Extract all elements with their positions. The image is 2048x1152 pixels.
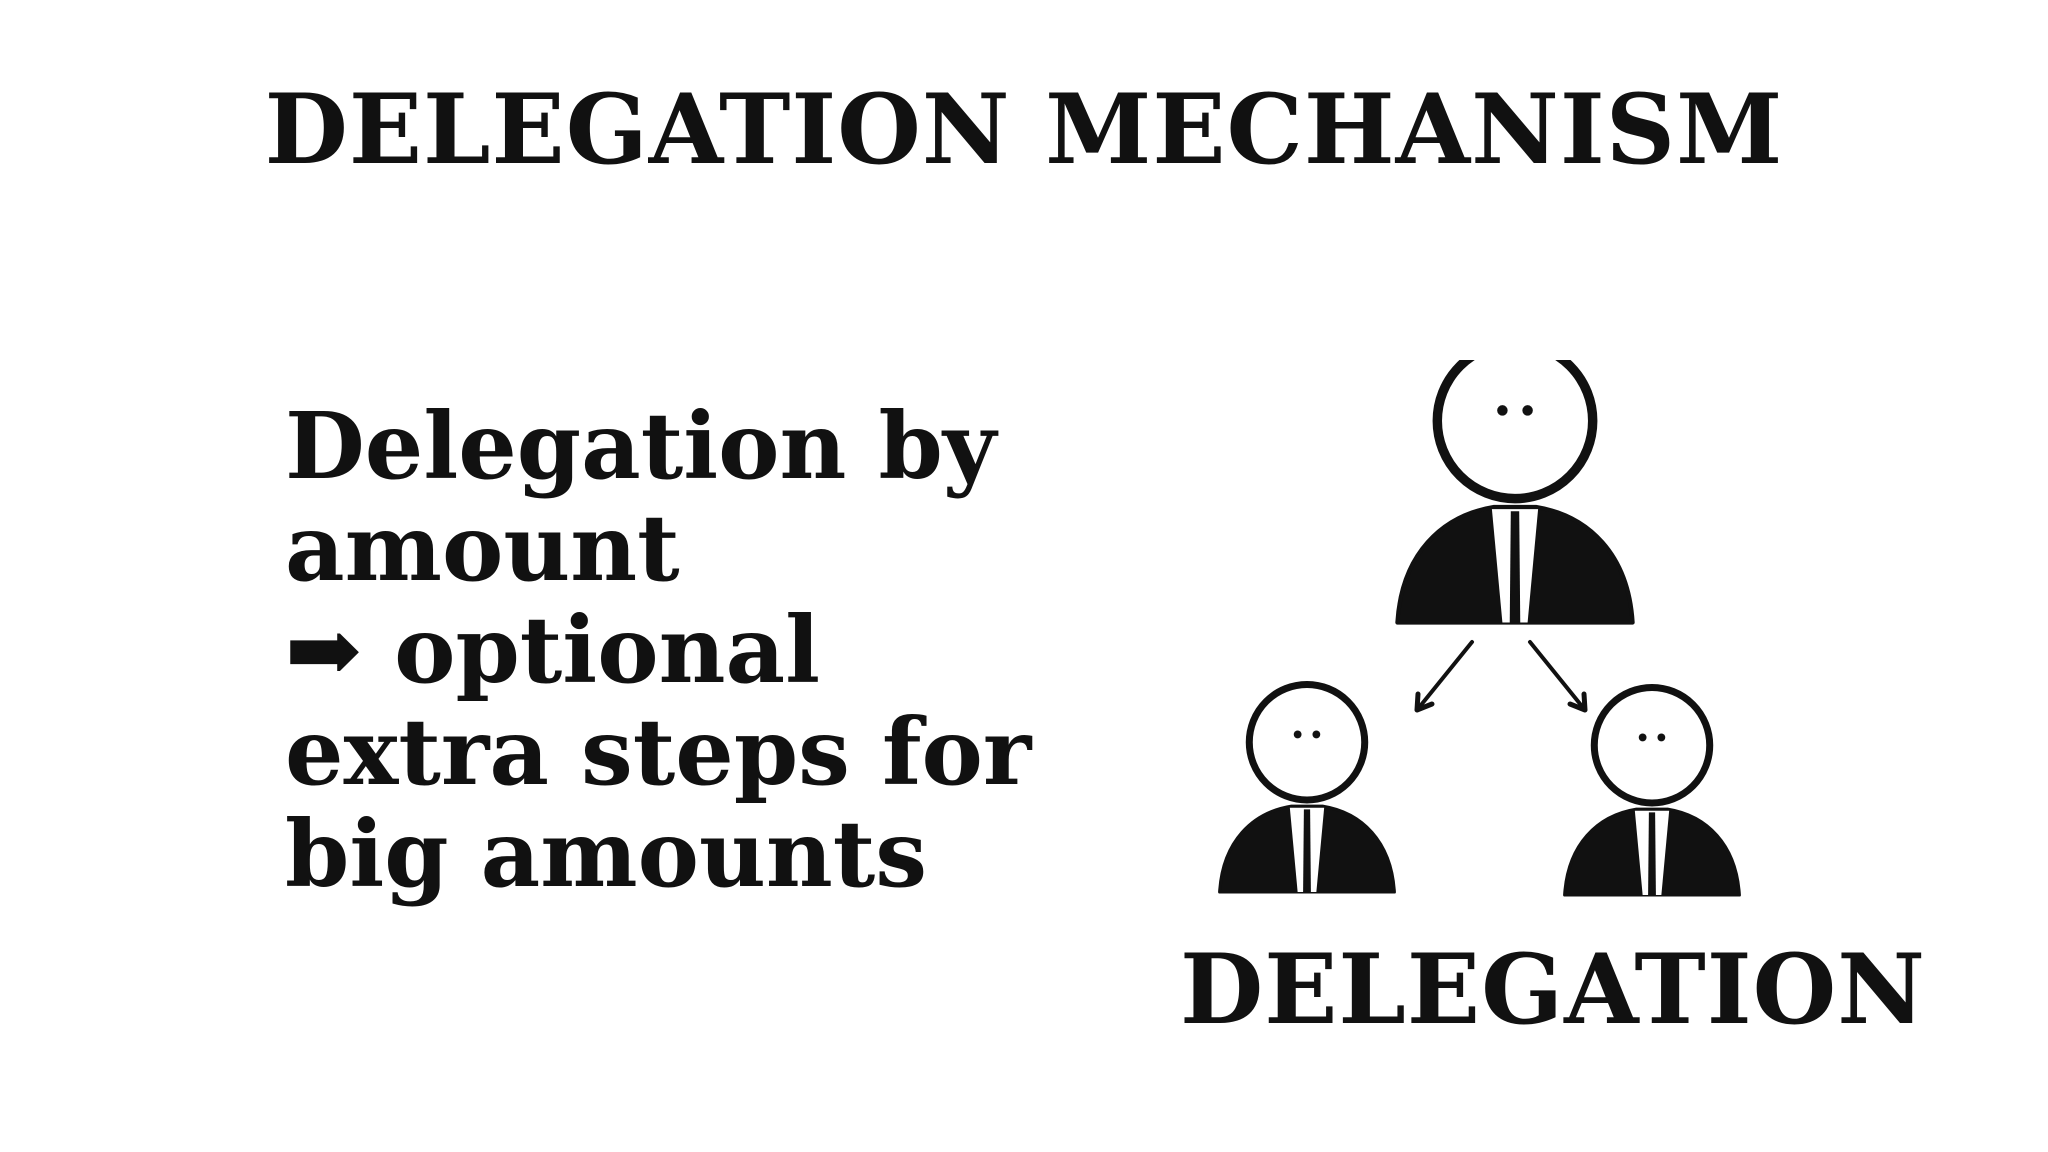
description-line-3: ➡ optional xyxy=(285,596,821,704)
description-line-5: big amounts xyxy=(285,800,928,908)
manager-person-icon xyxy=(1397,360,1632,623)
delegate-person-right-icon xyxy=(1565,688,1740,895)
delegation-diagram xyxy=(1180,360,1880,920)
arrow-down-right-icon xyxy=(1528,640,1588,713)
diagram-label: DELEGATION xyxy=(1180,933,1927,1046)
arrow-down-left-icon xyxy=(1414,640,1474,713)
description-line-1: Delegation by xyxy=(285,392,997,500)
description-line-4: extra steps for xyxy=(285,698,1032,806)
slide-title: DELEGATION MECHANISM xyxy=(264,73,1784,186)
description-line-2: amount xyxy=(285,494,680,602)
delegate-person-left-icon xyxy=(1220,685,1395,892)
delegation-description: Delegation by amount ➡ optional extra st… xyxy=(285,395,1065,905)
